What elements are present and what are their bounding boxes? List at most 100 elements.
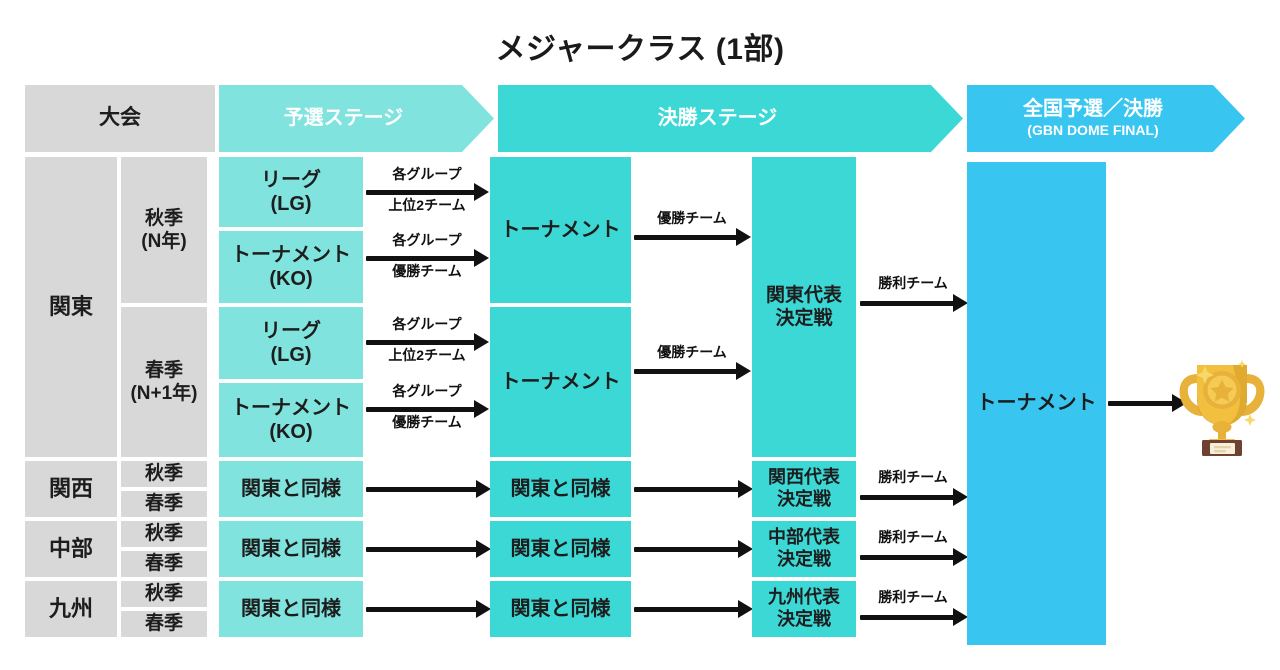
header-prelim-stage: 予選ステージ	[219, 85, 494, 152]
season-kyushu-spring-label: 春季	[144, 613, 183, 635]
final-chubu-same-label: 関東と同様	[510, 537, 611, 560]
header-tournament: 大会	[25, 85, 215, 152]
arrow-label-spring-ko-top: 各グループ	[392, 383, 462, 399]
arrow-kansai-prelim-to-final	[366, 480, 491, 498]
prelim-kanto-spring-knockout: トーナメント (KO)	[219, 383, 363, 457]
arrow-label-spring-ko-bottom: 優勝チーム	[392, 414, 462, 430]
header-tournament-label: 大会	[99, 106, 141, 130]
arrow-kanto-autumn-to-rep	[634, 228, 752, 246]
region-kansai-label: 関西	[48, 475, 93, 501]
header-final-stage: 決勝ステージ	[498, 85, 963, 152]
season-kansai-autumn: 秋季	[121, 461, 207, 487]
prelim-league-line2: (LG)	[270, 344, 312, 366]
trophy-icon	[1176, 352, 1268, 458]
arrow-label-victor-chubu: 勝利チーム	[878, 529, 948, 545]
arrow-label-autumn-league-bottom: 上位2チーム	[388, 197, 466, 213]
arrow-label-victor-kanto: 勝利チーム	[878, 275, 948, 291]
region-kyushu: 九州	[25, 581, 117, 637]
national-tournament-label: トーナメント	[976, 392, 1097, 415]
arrow-label-victor-kyushu: 勝利チーム	[878, 589, 948, 605]
region-kanto-label: 関東	[48, 293, 93, 319]
arrow-label-victor-kansai: 勝利チーム	[878, 469, 948, 485]
final-kyushu-same-label: 関東と同様	[510, 597, 611, 620]
arrow-label-winner-autumn: 優勝チーム	[657, 210, 727, 226]
rep-match-kyushu: 九州代表 決定戦	[752, 581, 856, 637]
final-chubu-same: 関東と同様	[490, 521, 631, 577]
arrow-label-autumn-league-top: 各グループ	[392, 166, 462, 182]
arrow-kanto-rep-to-national	[860, 294, 968, 312]
arrow-kanto-spring-to-rep	[634, 362, 752, 380]
prelim-kanto-autumn-knockout: トーナメント (KO)	[219, 231, 363, 303]
arrow-label-autumn-ko-bottom: 優勝チーム	[392, 263, 462, 279]
final-kansai-same-label: 関東と同様	[510, 477, 611, 500]
arrow-label-spring-league-bottom: 上位2チーム	[388, 347, 466, 363]
rep-match-kanto: 関東代表 決定戦	[752, 157, 856, 457]
season-chubu-spring: 春季	[121, 551, 207, 577]
prelim-league-line2: (LG)	[270, 193, 312, 215]
national-tournament: トーナメント	[967, 162, 1106, 645]
arrow-label-winner-spring: 優勝チーム	[657, 344, 727, 360]
prelim-knockout-line2: (KO)	[269, 268, 313, 290]
prelim-league-line1: リーグ	[261, 168, 321, 191]
arrow-chubu-rep-to-national	[860, 548, 968, 566]
page-title: メジャークラス (1部)	[495, 33, 785, 66]
season-kyushu-autumn: 秋季	[121, 581, 207, 607]
header-final-stage-label: 決勝ステージ	[657, 106, 778, 129]
header-national: 全国予選／決勝 (GBN DOME FINAL)	[967, 85, 1245, 152]
region-kanto: 関東	[25, 157, 117, 457]
final-kyushu-same: 関東と同様	[490, 581, 631, 637]
prelim-kanto-spring-league: リーグ (LG)	[219, 307, 363, 379]
prelim-chubu-same-label: 関東と同様	[241, 537, 341, 560]
final-tournament-label: トーナメント	[500, 370, 621, 393]
rep-chubu-line1: 中部代表	[768, 527, 840, 548]
season-kyushu-autumn-label: 秋季	[144, 583, 183, 605]
rep-kyushu-line1: 九州代表	[768, 587, 840, 608]
arrow-kansai-rep-to-national	[860, 488, 968, 506]
arrow-kanto-autumn-league	[366, 183, 490, 201]
season-kanto-autumn-line1: 秋季	[144, 207, 183, 229]
rep-kyushu-line2: 決定戦	[777, 609, 831, 629]
season-kansai-spring-label: 春季	[144, 493, 183, 515]
season-kanto-autumn-line2: (N年)	[141, 231, 187, 252]
region-chubu: 中部	[25, 521, 117, 577]
rep-kanto-line2: 決定戦	[775, 308, 833, 329]
arrow-label-autumn-ko-top: 各グループ	[392, 232, 462, 248]
prelim-kansai-same: 関東と同様	[219, 461, 363, 517]
rep-kanto-line1: 関東代表	[765, 284, 842, 306]
prelim-kansai-same-label: 関東と同様	[241, 477, 341, 500]
prelim-league-line1: リーグ	[261, 319, 321, 342]
prelim-chubu-same: 関東と同様	[219, 521, 363, 577]
header-national-sublabel: (GBN DOME FINAL)	[1027, 122, 1159, 139]
rep-match-chubu: 中部代表 決定戦	[752, 521, 856, 577]
prelim-kanto-autumn-league: リーグ (LG)	[219, 157, 363, 227]
season-kansai-spring: 春季	[121, 491, 207, 517]
season-chubu-autumn-label: 秋季	[144, 523, 183, 545]
season-kansai-autumn-label: 秋季	[144, 463, 183, 485]
arrow-kyushu-prelim-to-final	[366, 600, 491, 618]
arrow-kanto-spring-knockout	[366, 400, 490, 418]
header-national-label: 全国予選／決勝	[1023, 98, 1163, 121]
season-kanto-autumn: 秋季 (N年)	[121, 157, 207, 303]
final-kanto-spring-tournament: トーナメント	[490, 307, 631, 457]
season-chubu-spring-label: 春季	[144, 553, 183, 575]
prelim-kyushu-same: 関東と同様	[219, 581, 363, 637]
arrow-kanto-spring-league	[366, 333, 490, 351]
arrow-chubu-final-to-rep	[634, 540, 753, 558]
prelim-kyushu-same-label: 関東と同様	[241, 597, 341, 620]
season-kanto-spring-line2: (N+1年)	[130, 383, 198, 404]
region-kyushu-label: 九州	[48, 595, 93, 621]
region-chubu-label: 中部	[48, 535, 93, 561]
rep-chubu-line2: 決定戦	[777, 549, 831, 569]
final-kanto-autumn-tournament: トーナメント	[490, 157, 631, 303]
region-kansai: 関西	[25, 461, 117, 517]
header-prelim-label: 予選ステージ	[283, 106, 404, 129]
prelim-knockout-line1: トーナメント	[231, 243, 351, 266]
season-kanto-spring-line1: 春季	[144, 359, 183, 381]
season-kyushu-spring: 春季	[121, 611, 207, 637]
arrow-label-spring-league-top: 各グループ	[392, 316, 462, 332]
arrow-kanto-autumn-knockout	[366, 249, 490, 267]
arrow-kyushu-rep-to-national	[860, 608, 968, 626]
season-chubu-autumn: 秋季	[121, 521, 207, 547]
arrow-kansai-final-to-rep	[634, 480, 753, 498]
